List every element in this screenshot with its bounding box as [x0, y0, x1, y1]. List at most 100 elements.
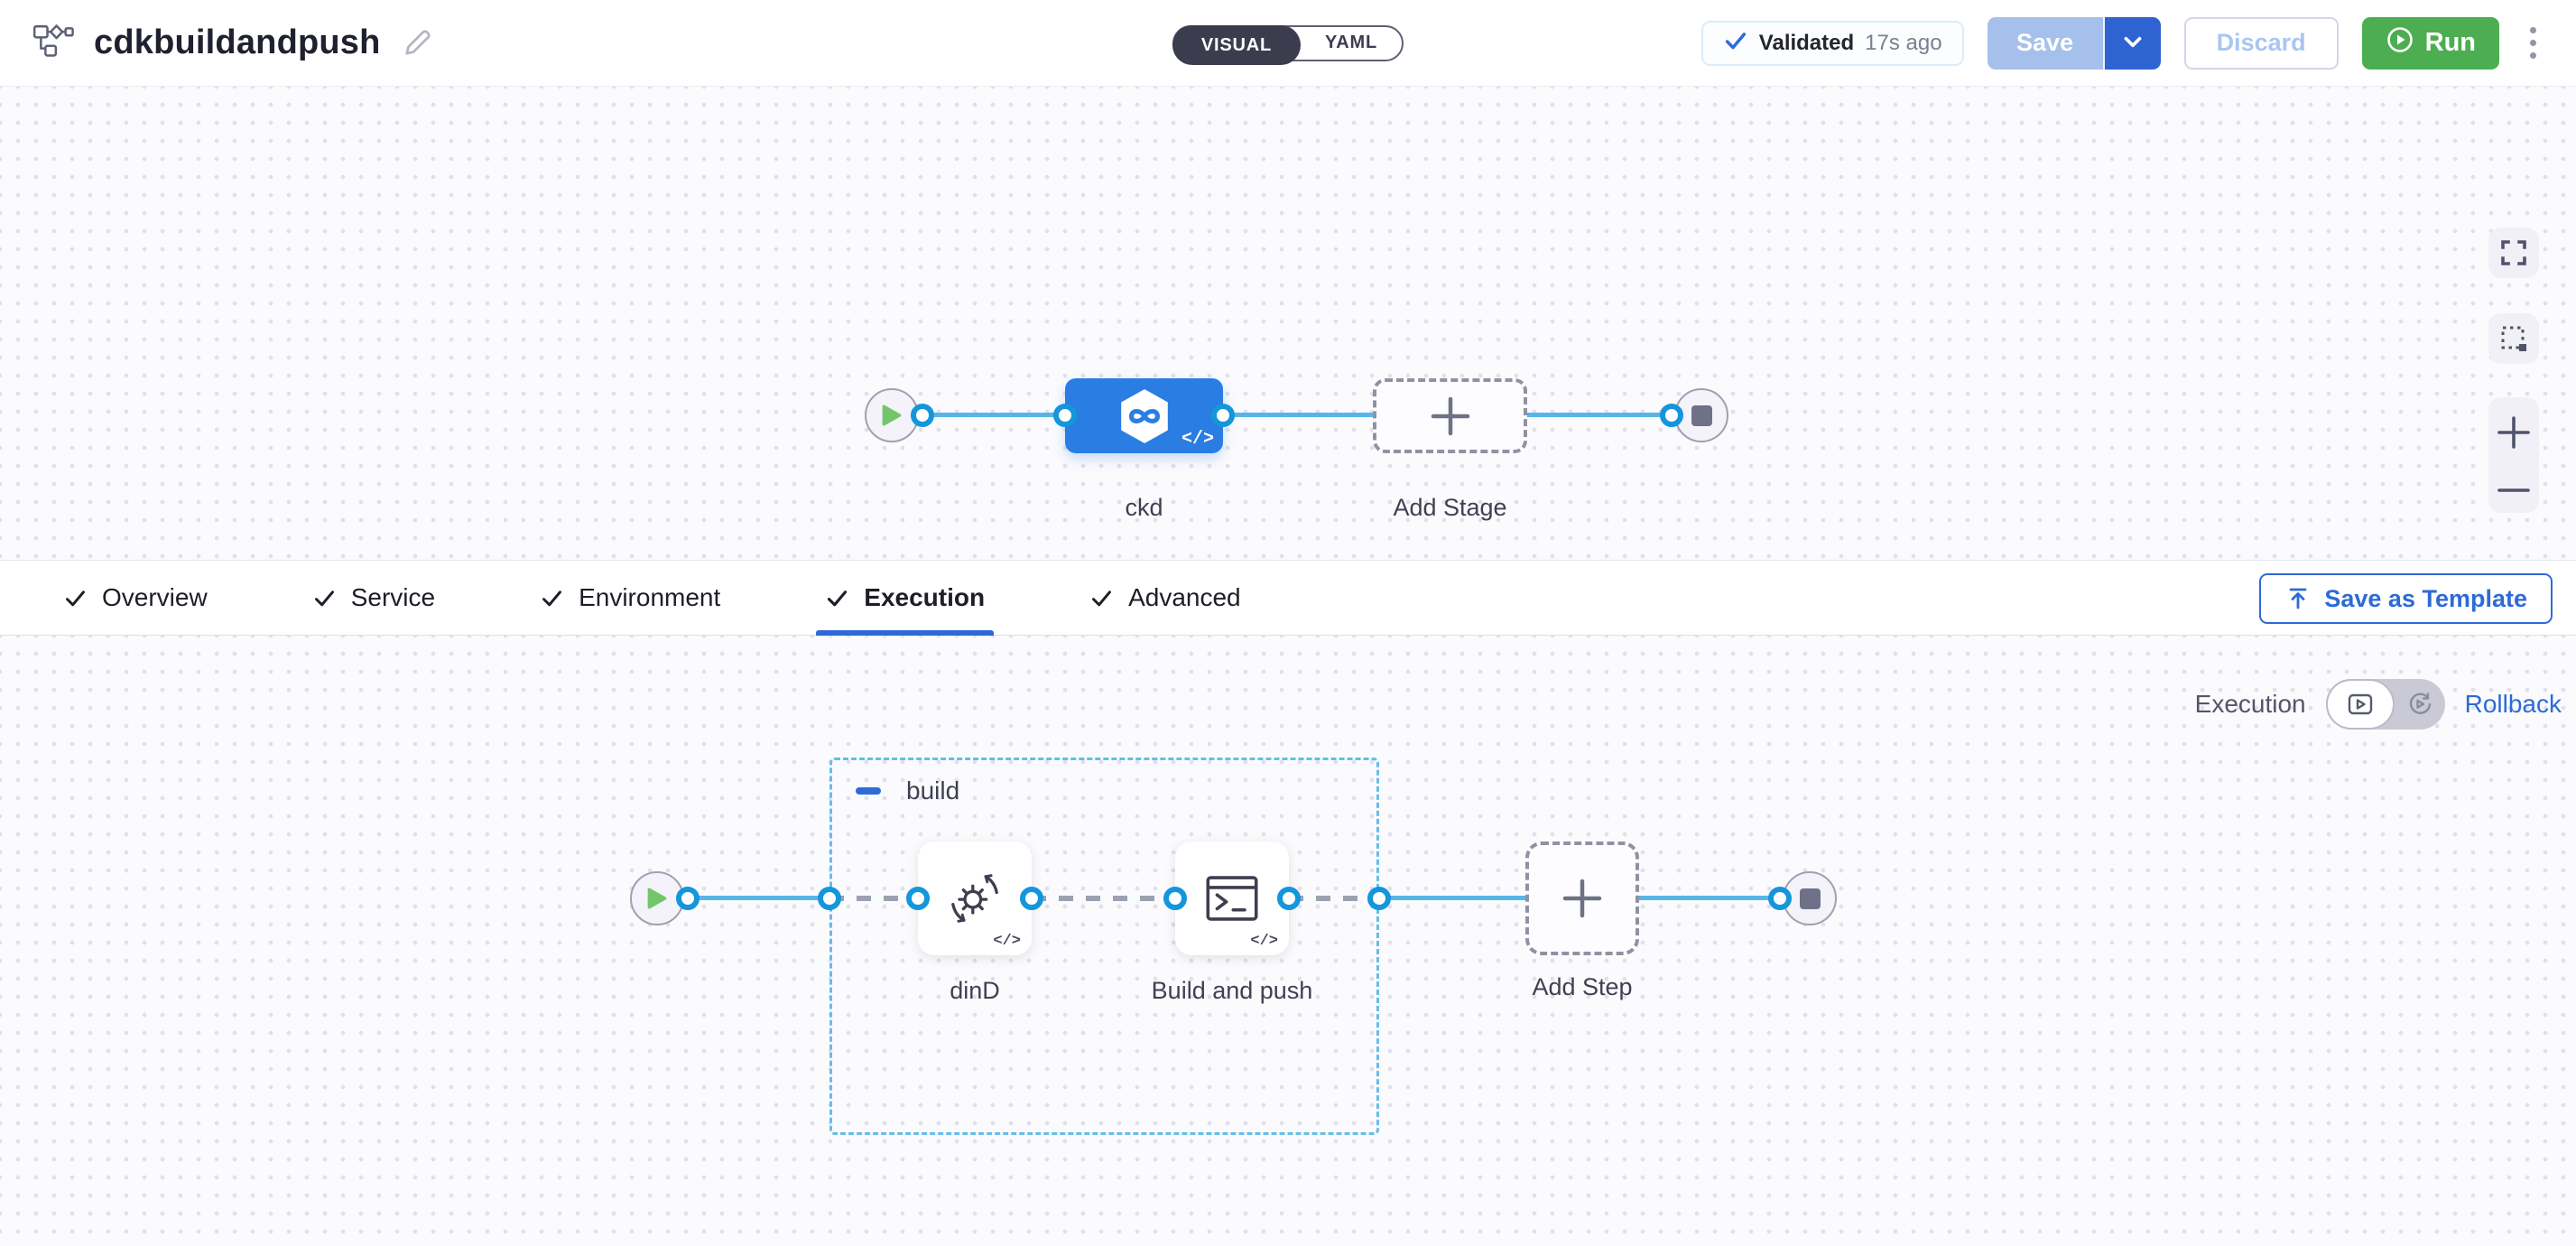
tab-environment[interactable]: Environment — [531, 560, 729, 636]
zoom-out-button[interactable] — [2496, 484, 2532, 497]
stage-canvas — [0, 87, 2576, 560]
ci-stage-icon — [1120, 388, 1168, 443]
connector-port[interactable] — [1020, 887, 1043, 910]
fullscreen-icon — [2501, 240, 2526, 265]
step-node-dind[interactable]: </> — [918, 842, 1032, 955]
connector-line — [1527, 413, 1672, 417]
collapse-group-button[interactable] — [856, 787, 881, 795]
code-badge: </> — [1250, 933, 1278, 950]
add-step-button[interactable] — [1525, 842, 1639, 955]
connector-line-dashed — [1289, 896, 1379, 901]
step-node-build-and-push[interactable]: </> — [1175, 842, 1289, 955]
stop-icon — [1799, 888, 1821, 909]
connector-port[interactable] — [906, 887, 930, 910]
connector-port[interactable] — [1163, 887, 1187, 910]
connector-line-dashed — [1032, 896, 1175, 901]
add-step-label: Add Step — [1532, 973, 1633, 1000]
add-stage-label: Add Stage — [1393, 494, 1507, 521]
selection-mode-button[interactable] — [2488, 313, 2539, 364]
check-icon — [1723, 28, 1748, 58]
connector-port[interactable] — [1277, 887, 1301, 910]
tab-label: Advanced — [1128, 583, 1241, 611]
code-badge: </> — [993, 933, 1021, 950]
stage-label: ckd — [1125, 494, 1163, 521]
connector-port[interactable] — [1211, 404, 1235, 427]
step-group-header: build — [856, 776, 959, 805]
run-step-icon — [1206, 876, 1258, 921]
fullscreen-button[interactable] — [2488, 228, 2539, 278]
rollback-view-icon — [2409, 693, 2431, 714]
execution-start-node — [630, 871, 684, 925]
tab-service[interactable]: Service — [303, 560, 444, 636]
zoom-in-button[interactable] — [2496, 414, 2532, 451]
zoom-controls — [2488, 397, 2539, 513]
run-play-icon — [2386, 25, 2414, 61]
tab-label: Service — [350, 583, 436, 611]
visual-yaml-toggle: VISUAL YAML — [1172, 24, 1404, 65]
run-button[interactable]: Run — [2361, 16, 2499, 70]
view-toggle — [2325, 679, 2445, 730]
tab-label: Overview — [102, 583, 208, 611]
step-label: dinD — [950, 977, 1000, 1004]
play-icon — [647, 888, 667, 909]
execution-rollback-switch: Execution Rollback — [2195, 679, 2562, 730]
toggle-yaml[interactable]: YAML — [1324, 33, 1378, 52]
tab-overview[interactable]: Overview — [54, 560, 217, 636]
check-icon — [66, 590, 85, 606]
check-icon — [828, 590, 848, 606]
execution-end-node — [1783, 871, 1837, 925]
connector-port[interactable] — [911, 404, 934, 427]
marquee-select-icon — [2501, 326, 2526, 351]
add-stage-button[interactable] — [1373, 378, 1527, 453]
pipeline-icon — [32, 22, 74, 64]
connector-line — [1639, 896, 1780, 900]
more-options-menu[interactable] — [2523, 23, 2544, 62]
tab-execution[interactable]: Execution — [816, 560, 994, 636]
connector-line — [1223, 413, 1373, 417]
check-icon — [1092, 590, 1112, 606]
connector-line-dashed — [829, 896, 918, 901]
play-icon — [882, 404, 902, 426]
header-actions: Validated 17s ago Save Discard — [1700, 16, 2544, 70]
save-as-template-label: Save as Template — [2324, 584, 2527, 612]
toggle-visual[interactable]: VISUAL — [1172, 24, 1301, 65]
stage-tabbar: Overview Service Environment Execution A… — [0, 560, 2576, 636]
connector-port[interactable] — [1053, 404, 1077, 427]
tab-label: Execution — [864, 583, 986, 611]
rollback-link[interactable]: Rollback — [2464, 690, 2562, 718]
execution-canvas — [0, 636, 2576, 1246]
execution-view-button[interactable] — [2325, 679, 2395, 730]
discard-button[interactable]: Discard — [2183, 16, 2339, 70]
save-as-template-button[interactable]: Save as Template — [2259, 573, 2553, 624]
stage-node-ckd[interactable]: </> — [1065, 378, 1223, 453]
check-icon — [314, 590, 334, 606]
header-title-group: cdkbuildandpush — [32, 22, 433, 64]
validation-badge[interactable]: Validated 17s ago — [1700, 20, 1964, 66]
execution-view-label: Execution — [2194, 690, 2306, 718]
tab-advanced[interactable]: Advanced — [1080, 560, 1250, 636]
connector-port[interactable] — [1768, 887, 1792, 910]
connector-port[interactable] — [676, 887, 700, 910]
code-badge: </> — [1181, 429, 1214, 450]
plus-icon — [1562, 879, 1602, 918]
step-group-name: build — [906, 776, 960, 804]
connector-port[interactable] — [1660, 404, 1683, 427]
connector-line — [688, 896, 829, 900]
connector-line — [922, 413, 1065, 417]
save-divider — [2102, 16, 2105, 70]
plus-icon — [1431, 396, 1469, 435]
connector-port[interactable] — [818, 887, 841, 910]
edit-title-button[interactable] — [401, 27, 433, 60]
plus-icon — [2497, 415, 2530, 449]
save-button[interactable]: Save — [1987, 16, 2103, 70]
rollback-view-button[interactable] — [2395, 691, 2445, 718]
execution-view-icon — [2348, 693, 2372, 715]
connector-port[interactable] — [1367, 887, 1391, 910]
step-group-build: build — [829, 758, 1379, 1135]
minus-icon — [2497, 488, 2530, 492]
save-split-button: Save — [1987, 16, 2161, 70]
validated-time: 17s ago — [1865, 30, 1942, 55]
save-options-button[interactable] — [2104, 16, 2161, 70]
upload-icon — [2289, 588, 2307, 609]
